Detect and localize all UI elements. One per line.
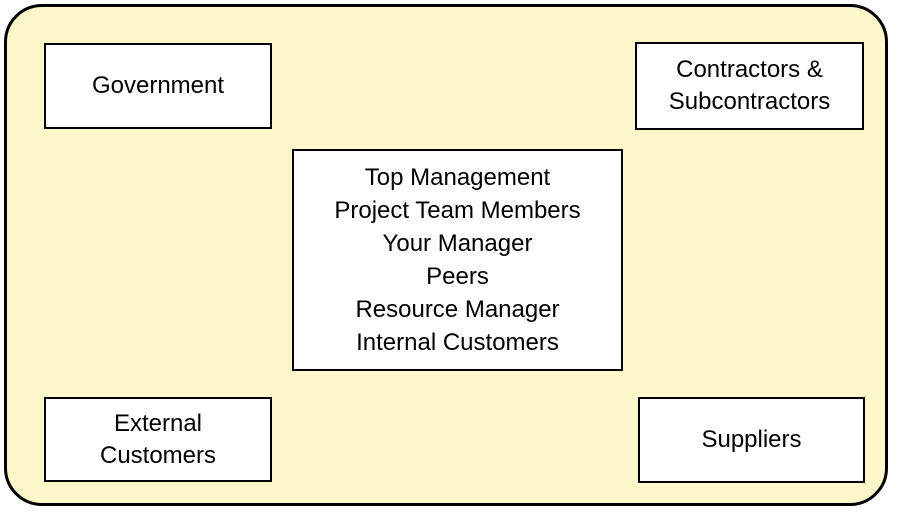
government-label: Government [91, 72, 225, 99]
external-customers-label: External Customers [99, 409, 217, 469]
center-line-resource-manager: Resource Manager [355, 296, 560, 323]
suppliers-label: Suppliers [701, 426, 802, 453]
external-customers-box: External Customers [44, 397, 272, 482]
center-line-top-management: Top Management [364, 164, 551, 191]
center-line-your-manager: Your Manager [382, 230, 533, 257]
contractors-subcontractors-box: Contractors & Subcontractors [635, 42, 864, 130]
stakeholder-environment-boundary: Government Contractors & Subcontractors … [4, 4, 888, 506]
center-line-peers: Peers [426, 263, 489, 290]
contractors-subcontractors-label: Contractors & Subcontractors [668, 56, 831, 115]
center-line-project-team-members: Project Team Members [334, 197, 581, 224]
internal-stakeholders-box: Top Management Project Team Members Your… [292, 149, 623, 371]
center-line-internal-customers: Internal Customers [356, 329, 559, 356]
government-box: Government [44, 43, 272, 129]
suppliers-box: Suppliers [638, 397, 865, 483]
